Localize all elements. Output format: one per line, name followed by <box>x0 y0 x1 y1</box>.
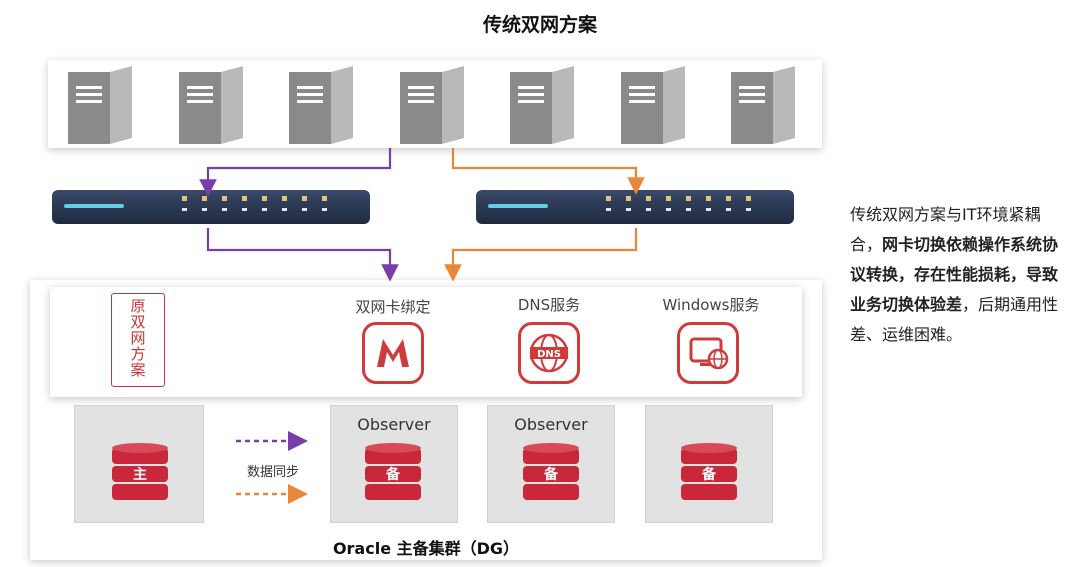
server-icon <box>508 66 588 144</box>
database-icon: 备 <box>679 440 739 504</box>
service-label-windows: Windows服务 <box>662 296 760 314</box>
description-part-1: 传统双网方案与IT环境紧耦合， <box>850 205 1041 254</box>
dns-globe-icon: DNS <box>518 322 580 384</box>
description-part-3: ，后期通用性差、运维困难。 <box>850 295 1059 344</box>
network-switch-right <box>476 190 794 224</box>
server-icon <box>729 66 809 144</box>
service-label-nic-bonding: 双网卡绑定 <box>355 298 431 316</box>
monitor-globe-icon <box>677 322 739 384</box>
orange-link-bottom <box>444 228 638 282</box>
server-icon <box>66 66 146 144</box>
database-icon: 备 <box>521 440 581 504</box>
database-role-label: 备 <box>386 467 400 483</box>
database-icon: 主 <box>110 440 170 504</box>
description-part-2-bold: 网卡切换依赖操作系统协议转换，存在性能损耗，导致业务切换体验差 <box>850 235 1059 314</box>
purple-link-bottom <box>206 228 399 282</box>
purple-link-top <box>199 148 392 197</box>
database-role-label: 主 <box>133 467 147 483</box>
switch-ports-right <box>606 196 751 211</box>
service-label-dns: DNS服务 <box>517 296 581 314</box>
server-icon <box>398 66 478 144</box>
database-role-label: 备 <box>702 467 716 483</box>
observer-label-2: Observer <box>514 415 588 434</box>
switch-ports-left <box>182 196 327 211</box>
cluster-label: Oracle 主备集群（DG） <box>332 539 520 558</box>
svg-text:DNS: DNS <box>537 349 561 360</box>
m-letter-icon <box>362 322 424 384</box>
network-switch-left <box>52 190 370 224</box>
server-icon <box>177 66 257 144</box>
description-text: 传统双网方案与IT环境紧耦合，网卡切换依赖操作系统协议转换，存在性能损耗，导致业… <box>850 200 1065 350</box>
database-role-label: 备 <box>544 467 558 483</box>
vertical-label-char: 双 <box>130 313 146 331</box>
server-icon <box>287 66 367 144</box>
vertical-label-char: 方 <box>130 345 146 363</box>
vertical-label-char: 网 <box>130 329 146 347</box>
original-dual-network-label: 原双网方案 <box>111 293 165 387</box>
diagram-title: 传统双网方案 <box>482 14 597 36</box>
service-panel <box>50 287 802 397</box>
server-icon <box>619 66 699 144</box>
vertical-label-char: 原 <box>130 297 146 315</box>
data-sync-label: 数据同步 <box>246 465 299 480</box>
orange-link-top <box>451 148 645 195</box>
vertical-label-char: 案 <box>130 361 146 379</box>
observer-label-1: Observer <box>357 415 431 434</box>
database-icon: 备 <box>363 440 423 504</box>
